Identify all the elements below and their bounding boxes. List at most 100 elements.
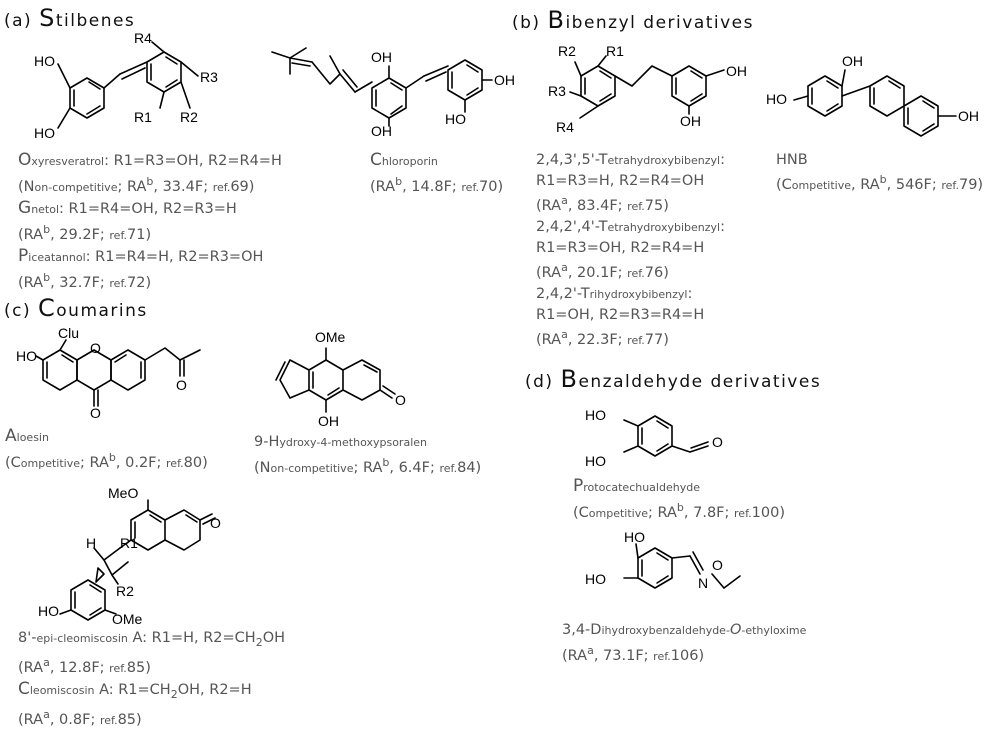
ref-number: 100) [751, 504, 785, 521]
ref-word: ref. [99, 713, 118, 727]
compound-name: ydroxy-4-methoxypsoralen [279, 436, 427, 449]
name-initial: T [598, 152, 608, 168]
o-label: O [90, 340, 101, 356]
o-label: O [712, 557, 723, 573]
ra-label: (RA [536, 197, 562, 214]
ra-superscript: b [382, 456, 390, 469]
heading-prefix: (c) [4, 301, 39, 321]
caption-chloroporin: Chloroporin (RAb, 14.8F; ref.70) [370, 150, 503, 198]
ref-number: 79) [958, 176, 984, 193]
caption-aloesin: Aloesin (Competitive; RAb, 0.2F; ref.80) [5, 426, 208, 474]
substituents: A: R1=H, R2=CH [127, 630, 256, 646]
ra-label: (RA [562, 647, 588, 664]
ra-superscript: a [43, 707, 50, 721]
caption-line: (RAb, 29.2F; ref.71) [18, 220, 282, 246]
caption-bibenzyls: 2,4,3',5'-Tetrahydroxybibenzyl: R1=R3=H,… [536, 150, 725, 350]
ho-label: HO [16, 348, 37, 364]
substituents: : R1=R3=OH, R2=R4=H [104, 153, 282, 169]
ref-word: ref. [212, 180, 231, 194]
compound-name: iceatannol [28, 250, 86, 264]
ref-number: 77) [644, 331, 669, 348]
substituents: A: R1=CH [94, 681, 171, 698]
inhibition-mode: ompetitive [20, 456, 81, 470]
substituents: R1=R3=H, R2=R4=OH [536, 173, 705, 189]
r2-label: R2 [558, 43, 576, 59]
caption-protocatechualdehyde: Protocatechualdehyde (Competitive; RAb, … [573, 476, 785, 524]
clu-label: Clu [58, 325, 79, 341]
caption-line: (Non-competitive; RAb, 33.4F; ref.69) [18, 172, 282, 198]
ho-label: HO [585, 453, 606, 469]
ref-number: 71) [127, 226, 152, 243]
figure-stage: (a) Stilbenes (b) Bibenzyl derivatives (… [4, 4, 983, 727]
section-c-heading: (c) Coumarins [4, 294, 148, 322]
ra-value: , 546F; [886, 176, 942, 193]
ome-label: OMe [315, 329, 346, 345]
caption-cleomiscosins: 8'-epi-cleomiscosin A: R1=H, R2=CH2OH (R… [18, 628, 285, 730]
ho-label: HO [38, 603, 59, 619]
r1-label: R1 [606, 43, 624, 59]
caption-line: (RAb, 14.8F; ref.70) [370, 172, 503, 198]
ra-superscript: a [587, 644, 594, 657]
heading-prefix: (a) [4, 11, 40, 31]
ra-label: (RA [18, 226, 44, 243]
compound-name: etrahydroxybibenzyl [607, 154, 721, 167]
caption-line: Chloroporin [370, 150, 503, 172]
name-initial: A [5, 426, 17, 446]
ra-label: ; RA [117, 178, 147, 195]
caption-hnb: HNB (Competitive, RAb, 546F; ref.79) [776, 150, 983, 196]
name-initial: O [18, 150, 32, 170]
ref-number: 84) [457, 459, 482, 476]
oh-label: OH [680, 113, 701, 129]
ra-label: (RA [370, 178, 396, 195]
ra-superscript: b [879, 173, 887, 186]
heading-initial: C [38, 294, 57, 322]
caption-oxyresveratrol: Oxyresveratrol: R1=R3=OH, R2=R4=H (Non-c… [18, 150, 282, 293]
ho-label: HO [585, 571, 606, 587]
name-prefix: 2,4,2',4'- [536, 218, 599, 235]
name-initial: T [598, 218, 608, 235]
subscript: 2 [255, 635, 263, 649]
r2-label: R2 [116, 583, 134, 599]
ra-superscript: a [43, 655, 50, 669]
compound-name: HNB [776, 152, 808, 168]
oh-label: OH [958, 108, 979, 124]
ref-number: 70) [479, 178, 504, 195]
o-label: O [176, 377, 187, 393]
name-initial: C [18, 678, 30, 699]
substituents: : R1=R4=OH, R2=R3=H [59, 200, 237, 217]
name-prefix: 9-H [254, 434, 280, 450]
ref-word: ref. [109, 228, 128, 242]
caption-line: 2,4,2'-Trihydroxybibenzyl: [536, 284, 725, 305]
r1-label: R1 [134, 109, 152, 125]
r4-label: R4 [134, 30, 152, 46]
compound-name: loesin [16, 431, 49, 444]
ref-word: ref. [653, 649, 671, 663]
caption-line: (RAa, 83.4F; ref.75) [536, 191, 725, 217]
caption-line: (RAa, 12.8F; ref.85) [18, 653, 285, 679]
compound-name: hloroporin [381, 155, 438, 168]
caption-line: (Competitive; RAb, 0.2F; ref.80) [5, 448, 208, 474]
ref-number: 106) [670, 647, 705, 664]
ra-superscript: b [146, 175, 154, 188]
ra-value: , 7.8F; [683, 504, 735, 521]
caption-line: 8'-epi-cleomiscosin A: R1=H, R2=CH2OH [18, 628, 285, 653]
heading-prefix: (d) [525, 372, 561, 392]
ref-word: ref. [734, 506, 752, 520]
caption-line: 9-Hydroxy-4-methoxypsoralen [254, 432, 481, 453]
aloesin-structure: HO Clu O O O [16, 325, 201, 421]
ref-word: ref. [109, 661, 127, 675]
mode-initial: N [259, 459, 271, 476]
ho-label: HO [445, 111, 466, 127]
caption-line: (RAb, 32.7F; ref.72) [18, 268, 282, 294]
ref-word: ref. [627, 333, 645, 347]
name-prefix: 3,4-D [562, 622, 602, 638]
ra-value: , 6.4F; [389, 459, 440, 476]
name-suffix: -ethyloxime [741, 624, 807, 637]
ra-value: , 73.1F; [593, 647, 654, 664]
ra-superscript: b [108, 451, 116, 464]
ra-label: (RA [18, 659, 44, 676]
paren: ( [18, 178, 24, 195]
colon: : [720, 218, 725, 235]
ra-superscript: b [676, 501, 684, 514]
oh-label: OH [318, 413, 339, 429]
